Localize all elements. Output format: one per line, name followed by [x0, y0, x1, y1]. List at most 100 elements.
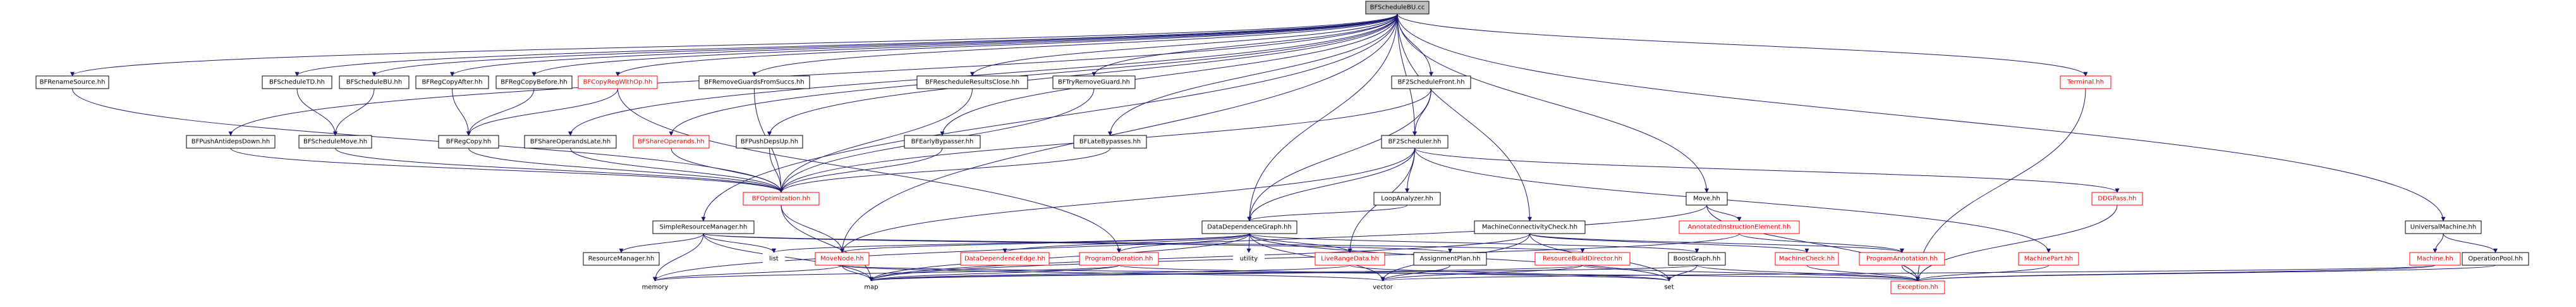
edge-bfschedulebu-cc-to-machineconnectivitycheck-hh — [1397, 13, 1532, 222]
edge-liverangedata-hh-to-map — [869, 265, 1351, 282]
node-loopanalyzer-hh[interactable]: LoopAnalyzer.hh — [1373, 192, 1441, 206]
node-bfschedulemove-hh[interactable]: BFScheduleMove.hh — [298, 135, 372, 149]
node-bfregcopy-hh[interactable]: BFRegCopy.hh — [438, 135, 499, 149]
node-bfcopyregwithop-hh[interactable]: BFCopyRegWithOp.hh — [578, 75, 658, 89]
node-bfregcopyafter-hh[interactable]: BFRegCopyAfter.hh — [415, 75, 489, 89]
node-box — [1381, 135, 1449, 149]
node-bfremoveguardsfromsuccs-hh[interactable]: BFRemoveGuardsFromSuccs.hh — [698, 75, 810, 89]
node-boostgraph-hh[interactable]: BoostGraph.hh — [1668, 252, 1726, 266]
node-bfschedulebu-cc[interactable]: BFScheduleBU.cc — [1365, 1, 1430, 15]
edge-move-hh-to-exception-hh — [1706, 204, 1920, 282]
node-machine-hh[interactable]: Machine.hh — [2409, 252, 2461, 266]
node-box — [1668, 252, 1726, 266]
edge-bfschedulebu-cc-to-bf2schedulefront-hh — [1397, 13, 1433, 77]
node-terminal-hh[interactable]: Terminal.hh — [2060, 75, 2111, 89]
edge-resourcebuilddirector-hh-to-exception-hh — [1582, 265, 1920, 282]
node-move-hh[interactable]: Move.hh — [1686, 192, 1728, 206]
edge-bfscheduletd-hh-to-bfschedulemove-hh — [296, 88, 337, 136]
node-bfpushdepsup-hh[interactable]: BFPushDepsUp.hh — [736, 135, 803, 149]
edge-bfschedulebu-cc-to-bfregcopybefore-hh — [532, 13, 1398, 77]
edge-bfschedulebu-cc-to-bfrescheduleresultsclose-hh — [970, 13, 1398, 77]
node-box — [495, 75, 573, 89]
edge-bfschedulebu-cc-to-datadependencegraph-hh — [1247, 13, 1398, 222]
node-datadependenceedge-hh[interactable]: DataDependenceEdge.hh — [960, 252, 1050, 266]
edge-bfschedulebu-cc-to-bfshareoperands-hh — [669, 13, 1398, 136]
edge-machineconnectivitycheck-hh-to-machinecheck-hh — [1529, 233, 1809, 253]
edge-bfrenamesource-hh-to-bfoptimization-hh — [72, 88, 784, 193]
edge-bflatebypasses-hh-to-bfoptimization-hh — [779, 147, 1110, 193]
node-box — [298, 135, 372, 149]
node-operationpool-hh[interactable]: OperationPool.hh — [2462, 252, 2529, 266]
node-liverangedata-hh[interactable]: LiveRangeData.hh — [1315, 252, 1385, 266]
edge-bfearlybypasser-hh-to-bfoptimization-hh — [779, 147, 943, 193]
node-bfregcopybefore-hh[interactable]: BFRegCopyBefore.hh — [495, 75, 573, 89]
node-box — [960, 252, 1050, 266]
node-box — [583, 252, 660, 266]
edge-bfschedulebu-cc-to-bfpushdepsup-hh — [767, 13, 1398, 136]
node-label: list — [769, 256, 779, 263]
node-programoperation-hh[interactable]: ProgramOperation.hh — [1079, 252, 1159, 266]
edge-bfschedulebu-cc-to-bflatebypasses-hh — [1108, 13, 1398, 136]
edge-machineconnectivitycheck-hh-to-map — [869, 233, 1530, 282]
node-vector: vector — [1367, 281, 1399, 294]
edge-bfshareoperands-hh-to-bfoptimization-hh — [671, 147, 784, 193]
node-programannotation-hh[interactable]: ProgramAnnotation.hh — [1859, 252, 1945, 266]
node-label: BFCopyRegWithOp.hh — [583, 79, 653, 86]
node-simpleresourcemanager-hh[interactable]: SimpleResourceManager.hh — [652, 220, 755, 234]
edge-liverangedata-hh-to-set — [1349, 265, 1672, 282]
node-universalmachine-hh[interactable]: UniversalMachine.hh — [2405, 220, 2482, 234]
node-bfschedulebu-hh[interactable]: BFScheduleBU.hh — [339, 75, 410, 89]
node-machineconnectivitycheck-hh[interactable]: MachineConnectivityCheck.hh — [1474, 220, 1586, 234]
edge-bfschedulebu-cc-to-movenode-hh — [840, 13, 1398, 253]
node-label: BFEarlyBypasser.hh — [911, 139, 974, 146]
node-box — [1315, 252, 1385, 266]
node-movenode-hh[interactable]: MoveNode.hh — [815, 252, 870, 266]
node-bfrescheduleresultsclose-hh[interactable]: BFRescheduleResultsClose.hh — [916, 75, 1028, 89]
edge-bfcopyregwithop-hh-to-bfregcopy-hh — [466, 88, 618, 136]
edge-programoperation-hh-to-memory — [653, 265, 1119, 282]
node-box — [1660, 281, 1679, 294]
node-label: BFPushDepsUp.hh — [741, 139, 798, 146]
node-label: ResourceManager.hh — [588, 256, 655, 263]
node-label: BFOptimization.hh — [752, 196, 810, 203]
node-label: BF2Scheduler.hh — [1388, 139, 1442, 146]
node-bfearlybypasser-hh[interactable]: BFEarlyBypasser.hh — [904, 135, 981, 149]
node-box — [1052, 75, 1136, 89]
edge-simpleresourcemanager-hh-to-map — [703, 233, 873, 282]
node-resourcemanager-hh[interactable]: ResourceManager.hh — [583, 252, 660, 266]
edge-bfschedulebu-cc-to-bfshareoperandslate-hh — [568, 13, 1398, 136]
node-bfscheduletd-hh[interactable]: BFScheduleTD.hh — [262, 75, 332, 89]
node-datadependencegraph-hh[interactable]: DataDependenceGraph.hh — [1201, 220, 1297, 234]
node-machinepart-hh[interactable]: MachinePart.hh — [2018, 252, 2079, 266]
node-box — [2405, 220, 2482, 234]
node-set: set — [1660, 281, 1679, 294]
edge-bfschedulebu-hh-to-bfschedulemove-hh — [333, 88, 375, 136]
edge-annotatedinstructionelement-hh-to-map — [869, 233, 1740, 282]
node-ddgpass-hh[interactable]: DDGPass.hh — [2091, 192, 2143, 206]
edge-simpleresourcemanager-hh-to-memory — [653, 233, 704, 282]
node-bflatebypasses-hh[interactable]: BFLateBypasses.hh — [1073, 135, 1147, 149]
node-box — [1201, 220, 1297, 234]
node-bf2scheduler-hh[interactable]: BF2Scheduler.hh — [1381, 135, 1449, 149]
node-bf2schedulefront-hh[interactable]: BF2ScheduleFront.hh — [1391, 75, 1471, 89]
node-exception-hh[interactable]: Exception.hh — [1890, 280, 1945, 294]
edge-movenode-hh-to-memory — [653, 265, 842, 282]
node-assignmentplan-hh[interactable]: AssignmentPlan.hh — [1413, 252, 1487, 266]
node-resourcebuilddirector-hh[interactable]: ResourceBuildDirector.hh — [1534, 252, 1631, 266]
node-label: MachinePart.hh — [2024, 256, 2073, 263]
node-bfpushantidepsdown-hh[interactable]: BFPushAntidepsDown.hh — [186, 135, 276, 149]
edge-bfrescheduleresultsclose-hh-to-bfoptimization-hh — [779, 88, 973, 193]
node-bfoptimization-hh[interactable]: BFOptimization.hh — [743, 192, 820, 206]
edge-ddgpass-hh-to-exception-hh — [1916, 204, 2118, 282]
edge-bfoptimization-hh-to-map — [781, 204, 873, 282]
node-bftryremoveguard-hh[interactable]: BFTryRemoveGuard.hh — [1052, 75, 1136, 89]
edge-programoperation-hh-to-map — [869, 265, 1119, 282]
node-bfshareoperands-hh[interactable]: BFShareOperands.hh — [633, 135, 710, 149]
node-machinecheck-hh[interactable]: MachineCheck.hh — [1775, 252, 1839, 266]
node-bfrenamesource-hh[interactable]: BFRenameSource.hh — [35, 75, 109, 89]
node-bfshareoperandslate-hh[interactable]: BFShareOperandsLate.hh — [524, 135, 617, 149]
node-annotatedinstructionelement-hh[interactable]: AnnotatedInstructionElement.hh — [1679, 220, 1800, 234]
node-label: MoveNode.hh — [820, 256, 864, 263]
edge-simpleresourcemanager-hh-to-resourcebuilddirector-hh — [703, 233, 1584, 253]
edge-bfschedulebu-cc-to-move-hh — [1397, 13, 1709, 193]
